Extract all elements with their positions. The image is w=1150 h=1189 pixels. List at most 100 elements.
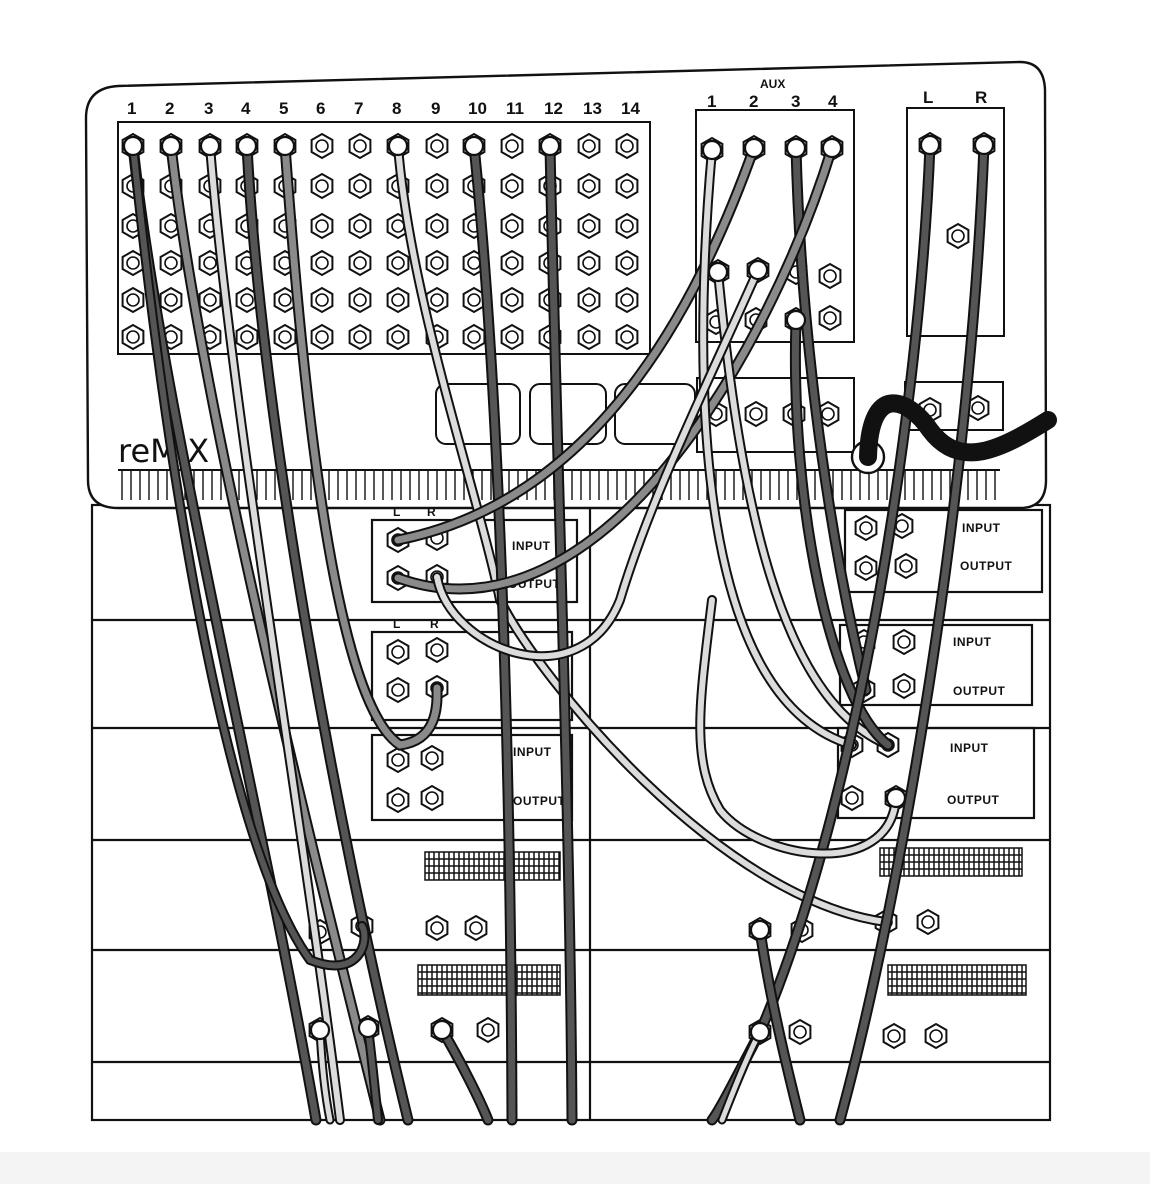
aux-jack[interactable] [744,400,768,428]
channel-jack[interactable] [310,132,334,160]
rack-jack[interactable] [788,1018,812,1046]
patch-cable[interactable] [698,139,857,750]
patch-cable[interactable] [695,595,907,859]
channel-jack[interactable] [500,249,524,277]
patch-cable[interactable] [785,137,872,696]
channel-jack[interactable] [577,286,601,314]
patch-cable[interactable] [274,135,443,751]
channel-jack[interactable] [386,249,410,277]
patch-cable[interactable] [707,261,893,750]
channel-jack[interactable] [310,286,334,314]
channel-jack[interactable] [615,212,639,240]
rack-jack[interactable] [924,1022,948,1050]
channel-jack[interactable] [198,286,222,314]
channel-jack[interactable] [159,286,183,314]
rack-jack[interactable] [882,1022,906,1050]
channel-jack[interactable] [348,212,372,240]
rack-jack[interactable] [840,784,864,812]
rack-jack[interactable] [420,784,444,812]
channel-jack[interactable] [615,249,639,277]
rack-jack[interactable] [386,786,410,814]
channel-jack[interactable] [310,172,334,200]
channel-jack[interactable] [121,323,145,351]
channel-jack[interactable] [386,323,410,351]
rack-jack[interactable] [916,908,940,936]
rack-jack[interactable] [386,746,410,774]
channel-jack[interactable] [462,323,486,351]
channel-jack[interactable] [159,249,183,277]
patch-cable[interactable] [717,1021,771,1125]
vent-grille [417,964,561,996]
patch-cable[interactable] [357,1017,383,1125]
rack-jack[interactable] [892,672,916,700]
channel-jack[interactable] [425,286,449,314]
rack-jack[interactable] [464,914,488,942]
rack-jack[interactable] [476,1016,500,1044]
channel-jack[interactable] [310,323,334,351]
channel-jack[interactable] [500,323,524,351]
channel-jack[interactable] [615,286,639,314]
rack-jack[interactable] [386,638,410,666]
patch-cable[interactable] [432,259,769,662]
aux-jack[interactable] [818,262,842,290]
rack-jack[interactable] [425,914,449,942]
jack-nut [577,132,601,160]
channel-jack[interactable] [310,249,334,277]
jack-hole [126,256,140,270]
channel-jack[interactable] [348,172,372,200]
channel-jack[interactable] [121,286,145,314]
channel-jack[interactable] [615,323,639,351]
channel-jack[interactable] [425,212,449,240]
rack-jack[interactable] [854,514,878,542]
patch-cable[interactable] [539,135,578,1126]
rack-jack[interactable] [420,744,444,772]
master-jack[interactable] [946,222,970,250]
channel-jack[interactable] [615,132,639,160]
channel-jack[interactable] [500,212,524,240]
channel-jack[interactable] [348,286,372,314]
channel-jack[interactable] [425,249,449,277]
patch-cable[interactable] [431,1019,494,1126]
patch-cable[interactable] [785,309,894,751]
channel-jack[interactable] [577,172,601,200]
patch-cable[interactable] [122,135,370,971]
patch-cable[interactable] [834,134,995,1126]
channel-jack[interactable] [121,249,145,277]
rack-jack[interactable] [894,552,918,580]
channel-jack[interactable] [348,249,372,277]
aux-jack[interactable] [818,304,842,332]
channel-jack[interactable] [348,323,372,351]
jack-hole [240,330,254,344]
channel-jack[interactable] [386,286,410,314]
channel-jack[interactable] [500,132,524,160]
patch-cable[interactable] [392,137,765,546]
channel-jack[interactable] [615,172,639,200]
channel-jack-panel [117,121,651,355]
channel-jack[interactable] [577,132,601,160]
channel-jack[interactable] [310,212,334,240]
patch-cable[interactable] [160,135,386,1126]
rack-jack[interactable] [425,636,449,664]
channel-jack[interactable] [348,132,372,160]
jack-hole [430,139,444,153]
channel-jack[interactable] [425,132,449,160]
channel-jack[interactable] [500,286,524,314]
rack-jack[interactable] [892,628,916,656]
channel-jack[interactable] [577,323,601,351]
channel-jack[interactable] [577,249,601,277]
rack-jack[interactable] [386,676,410,704]
vent-grilles [417,847,1027,996]
aux-label: 1 [707,92,716,111]
patch-cable[interactable] [463,135,518,1126]
channel-jack[interactable] [273,323,297,351]
channel-jack[interactable] [235,323,259,351]
jack-nut [273,323,297,351]
channel-jack[interactable] [577,212,601,240]
patch-cable[interactable] [749,919,806,1126]
channel-jack[interactable] [425,172,449,200]
channel-jack[interactable] [500,172,524,200]
rack-jack[interactable] [854,554,878,582]
patch-cable[interactable] [309,1019,335,1125]
patch-cable[interactable] [199,135,345,1125]
patch-cable[interactable] [236,135,414,1126]
